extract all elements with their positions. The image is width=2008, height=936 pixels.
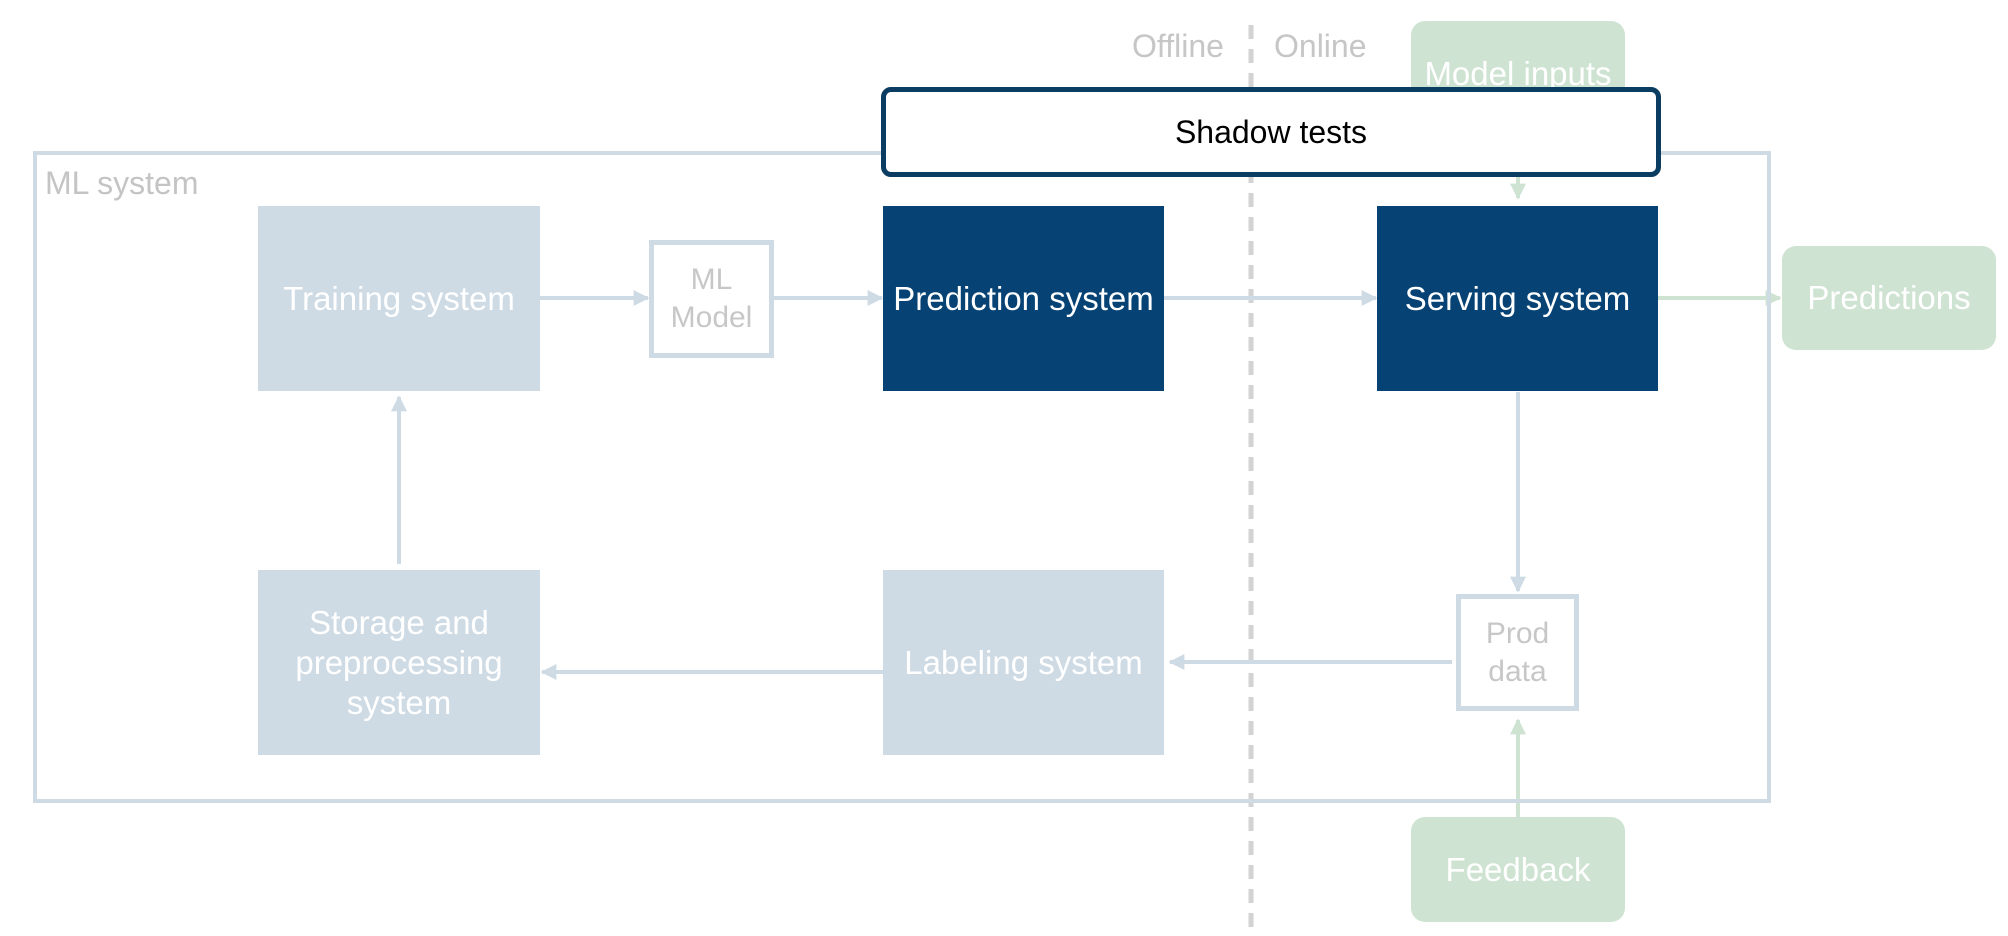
- ml-system-label: ML system: [45, 165, 199, 201]
- feedback-box: Feedback: [1411, 817, 1625, 922]
- prod-data-box: Prod data: [1456, 594, 1579, 711]
- training-system-box: Training system: [258, 206, 540, 391]
- online-label: Online: [1274, 28, 1367, 64]
- predictions-box: Predictions: [1782, 246, 1996, 350]
- prediction-system-box: Prediction system: [883, 206, 1164, 391]
- labeling-system-box: Labeling system: [883, 570, 1164, 755]
- offline-label: Offline: [1132, 28, 1224, 64]
- ml-model-box: ML Model: [649, 240, 774, 358]
- shadow-tests-callout: Shadow tests: [881, 87, 1661, 177]
- serving-system-box: Serving system: [1377, 206, 1658, 391]
- storage-preprocessing-box: Storage and preprocessing system: [258, 570, 540, 755]
